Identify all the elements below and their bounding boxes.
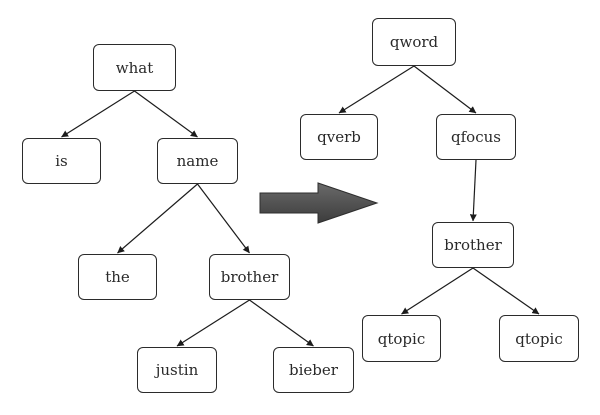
source-node-brother: brother	[209, 254, 290, 300]
source-node-name: name	[157, 138, 238, 184]
node-label: brother	[220, 268, 279, 286]
source-node-bieber: bieber	[273, 347, 354, 393]
source-node-justin: justin	[137, 347, 217, 393]
node-label: qtopic	[515, 329, 563, 348]
target-node-brother: brother	[432, 222, 514, 268]
source-edge-name-to-brother_src	[197, 183, 250, 254]
node-label: qverb	[317, 128, 361, 146]
node-label: qtopic	[377, 329, 426, 348]
node-label: is	[55, 152, 68, 170]
node-label: the	[105, 268, 130, 286]
target-node-qfocus: qfocus	[436, 114, 516, 160]
target-node-qverb: qverb	[300, 114, 378, 160]
target-node-qtopic-left: qtopic	[362, 315, 441, 362]
node-label: bieber	[289, 361, 338, 379]
target-edge-brother_tgt-to-qtopic_right	[472, 267, 540, 315]
target-node-qword: qword	[372, 18, 456, 66]
source-edge-what-to-name	[134, 90, 198, 138]
source-edge-brother_src-to-justin	[176, 299, 250, 347]
node-label: name	[176, 152, 219, 170]
source-node-is: is	[22, 138, 101, 184]
node-label: brother	[444, 236, 502, 254]
node-label: qfocus	[451, 128, 501, 146]
source-edge-what-to-is	[61, 90, 135, 138]
source-edge-brother_src-to-bieber	[249, 299, 314, 347]
target-node-qtopic-right: qtopic	[499, 315, 579, 362]
source-edge-name-to-the	[117, 183, 198, 254]
node-label: what	[115, 58, 154, 77]
source-node-what: what	[93, 44, 176, 91]
node-label: qword	[389, 33, 439, 51]
source-node-the: the	[78, 254, 157, 300]
target-edge-brother_tgt-to-qtopic_left	[401, 267, 474, 315]
transform-arrow-icon	[259, 182, 379, 224]
target-edge-qword-to-qverb	[338, 65, 415, 114]
node-label: justin	[155, 361, 199, 379]
target-edge-qword-to-qfocus	[413, 65, 477, 114]
target-edge-qfocus-to-brother_tgt	[469, 159, 477, 222]
